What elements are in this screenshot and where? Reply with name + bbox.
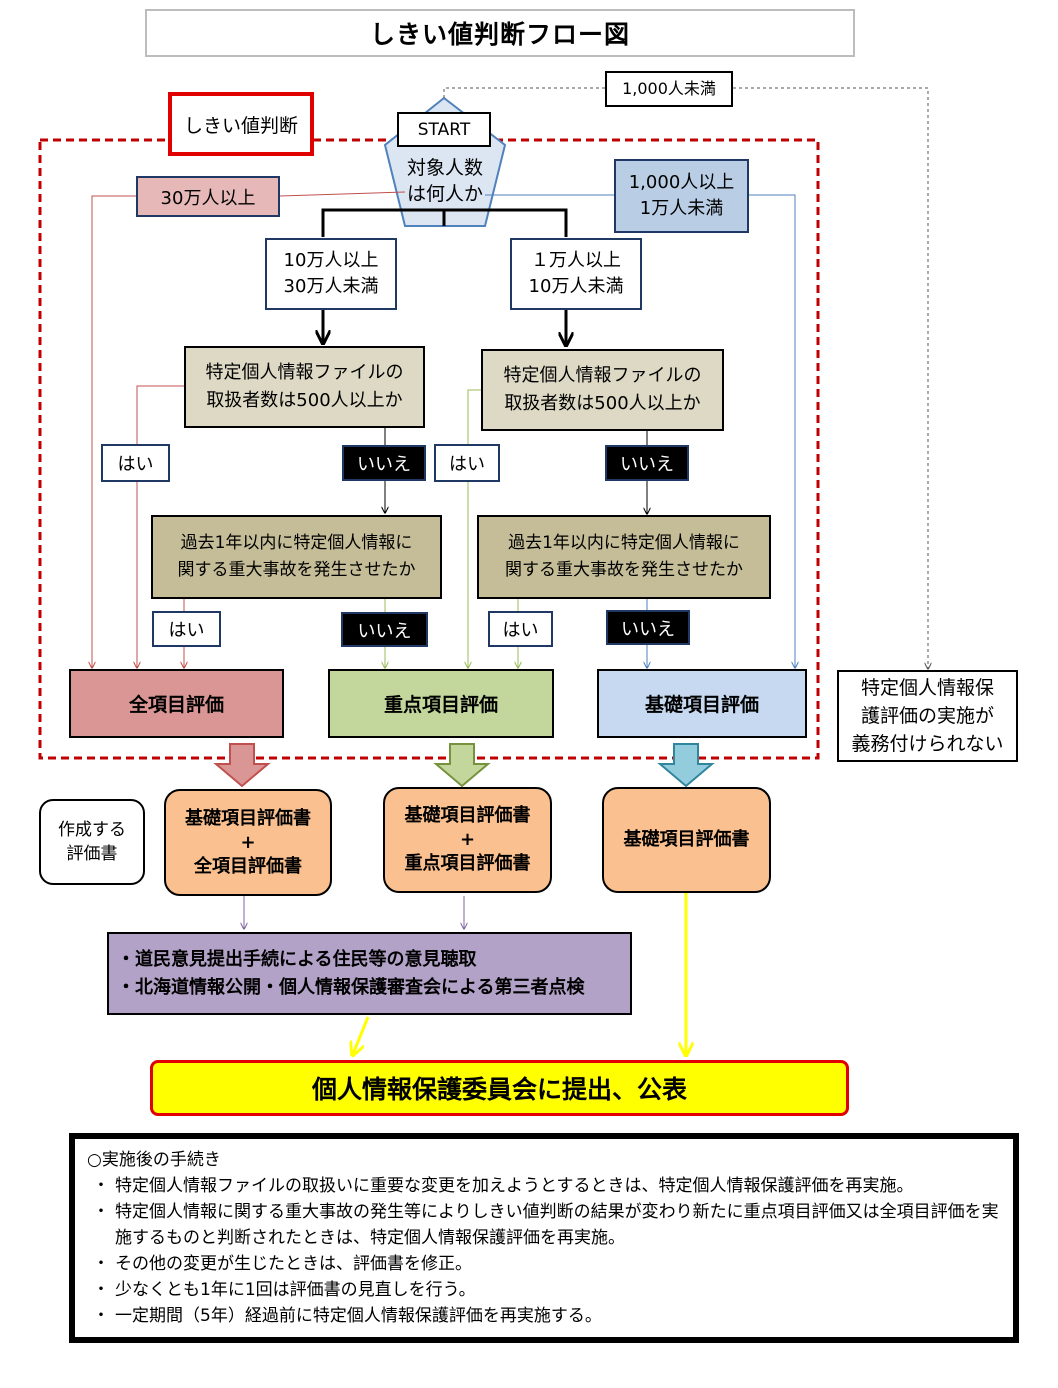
- result-full-evaluation: 全項目評価: [69, 669, 284, 738]
- question-count: 対象人数 は何人か: [406, 157, 483, 205]
- yes-label-handlers-left: はい: [101, 444, 170, 482]
- after-item: ・一定期間（5年）経過前に特定個人情報保護評価を再実施する。: [92, 1306, 602, 1326]
- branch-100k-300k: 10万人以上 30万人未満: [265, 238, 397, 310]
- branch-300k-plus: 30万人以上: [136, 176, 280, 217]
- after-item: ・少なくとも1年に1回は評価書の見直しを行う。: [92, 1280, 476, 1300]
- after-item: ・特定個人情報ファイルの取扱いに重要な変更を加えようとするときは、特定個人情報保…: [92, 1176, 914, 1196]
- threshold-label: しきい値判断: [168, 92, 314, 156]
- branch-under-1000: 1,000人未満: [605, 71, 733, 107]
- documents-label: 作成する 評価書: [39, 799, 145, 885]
- no-label-handlers-right: いいえ: [605, 445, 689, 481]
- down-arrow-blue: [657, 743, 715, 788]
- start-label: START: [397, 112, 491, 147]
- threshold-frame: [38, 138, 820, 760]
- submit-banner: 個人情報保護委員会に提出、公表: [150, 1060, 849, 1116]
- down-arrow-red: [213, 743, 271, 788]
- procedures-box: ・道民意見提出手続による住民等の意見聴取 ・北海道情報公開・個人情報保護審査会に…: [107, 932, 632, 1015]
- question-handlers-left: 特定個人情報ファイルの 取扱者数は500人以上か: [184, 346, 425, 428]
- page-title: しきい値判断フロー図: [145, 9, 855, 57]
- branch-10k-100k: １万人以上 10万人未満: [510, 238, 642, 310]
- after-item: ・特定個人情報に関する重大事故の発生等によりしきい値判断の結果が変わり新たに重点…: [92, 1202, 999, 1248]
- after-item: ・その他の変更が生じたときは、評価書を修正。: [92, 1254, 473, 1274]
- doc-full: 基礎項目評価書 + 全項目評価書: [164, 789, 332, 896]
- no-label-accident-right: いいえ: [606, 610, 690, 645]
- no-label-handlers-left: いいえ: [342, 445, 426, 481]
- doc-key: 基礎項目評価書 + 重点項目評価書: [383, 787, 552, 893]
- yes-label-accident-right: はい: [488, 611, 553, 647]
- after-heading: ○実施後の手続き: [87, 1150, 221, 1170]
- yes-label-accident-left: はい: [152, 611, 221, 647]
- yes-label-handlers-right: はい: [434, 444, 500, 482]
- after-procedures-box: ○実施後の手続き ・特定個人情報ファイルの取扱いに重要な変更を加えようとするとき…: [69, 1133, 1019, 1343]
- down-arrow-green: [433, 743, 491, 788]
- result-basic-evaluation: 基礎項目評価: [597, 669, 807, 738]
- question-handlers-right: 特定個人情報ファイルの 取扱者数は500人以上か: [481, 349, 724, 431]
- doc-basic: 基礎項目評価書: [602, 787, 771, 893]
- branch-1000-10000: 1,000人以上 1万人未満: [614, 159, 749, 233]
- procedure-item: ・道民意見提出手続による住民等の意見聴取: [117, 948, 477, 970]
- no-label-accident-left: いいえ: [341, 612, 428, 647]
- question-accident-left: 過去1年以内に特定個人情報に 関する重大事故を発生させたか: [151, 515, 442, 599]
- result-key-evaluation: 重点項目評価: [328, 669, 554, 738]
- procedure-item: ・北海道情報公開・個人情報保護審査会による第三者点検: [117, 976, 585, 998]
- not-required-box: 特定個人情報保 護評価の実施が 義務付けられない: [837, 670, 1018, 762]
- question-accident-right: 過去1年以内に特定個人情報に 関する重大事故を発生させたか: [477, 515, 771, 599]
